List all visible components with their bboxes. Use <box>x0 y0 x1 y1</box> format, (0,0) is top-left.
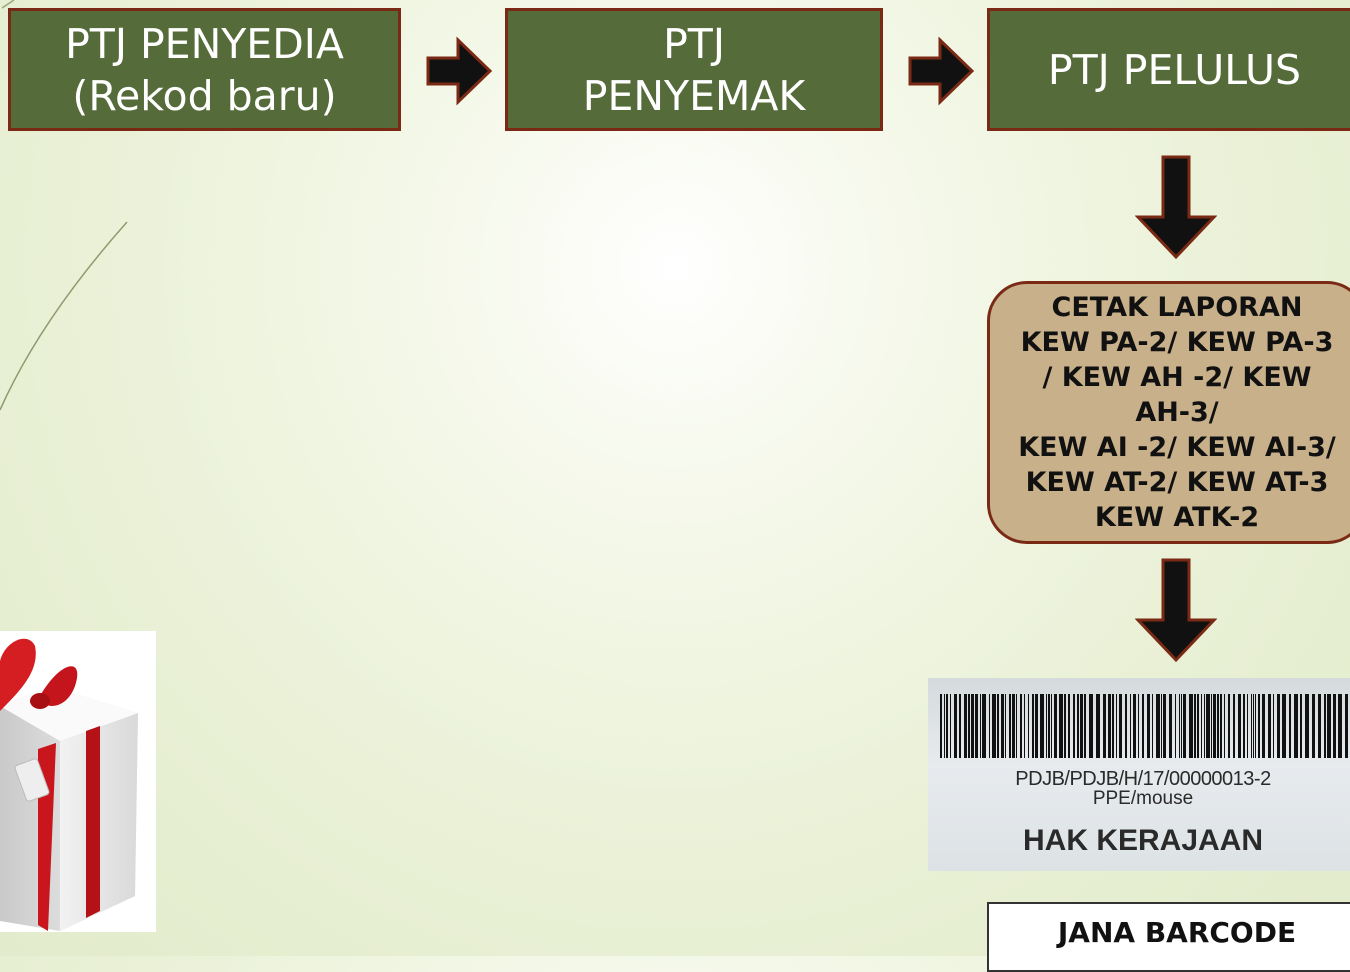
arrow-down-icon <box>1135 155 1217 260</box>
barcode-code-text: PDJB/PDJB/H/17/00000013-2 <box>1015 768 1271 790</box>
step-ptj-penyedia-label: PTJ PENYEDIA (Rekod baru) <box>65 19 344 120</box>
arrow-right-icon <box>908 36 975 106</box>
decorative-curve <box>0 0 128 411</box>
report-step-label: CETAK LAPORAN KEW PA-2/ KEW PA-3 / KEW A… <box>1018 292 1336 533</box>
arrow-down-icon <box>1135 558 1217 663</box>
report-step-box: CETAK LAPORAN KEW PA-2/ KEW PA-3 / KEW A… <box>987 281 1350 544</box>
barcode-subtitle-text: PPE/mouse <box>1092 788 1194 809</box>
barcode-image: PDJB/PDJB/H/17/00000013-2 PPE/mouse HAK … <box>928 678 1350 871</box>
arrow-right-icon <box>426 36 493 106</box>
step-ptj-pelulus-label: PTJ PELULUS <box>1047 45 1302 94</box>
barcode-bars <box>940 694 1348 758</box>
gift-box-image <box>0 631 156 932</box>
step-ptj-penyemak: PTJ PENYEMAK <box>505 8 883 131</box>
generate-barcode-label: JANA BARCODE <box>1057 916 1297 949</box>
step-ptj-penyedia: PTJ PENYEDIA (Rekod baru) <box>8 8 401 131</box>
generate-barcode-box: JANA BARCODE <box>987 902 1350 972</box>
step-ptj-pelulus: PTJ PELULUS <box>987 8 1350 131</box>
step-ptj-penyemak-label: PTJ PENYEMAK <box>582 19 806 120</box>
barcode-owner-text: HAK KERAJAAN <box>1022 824 1263 857</box>
